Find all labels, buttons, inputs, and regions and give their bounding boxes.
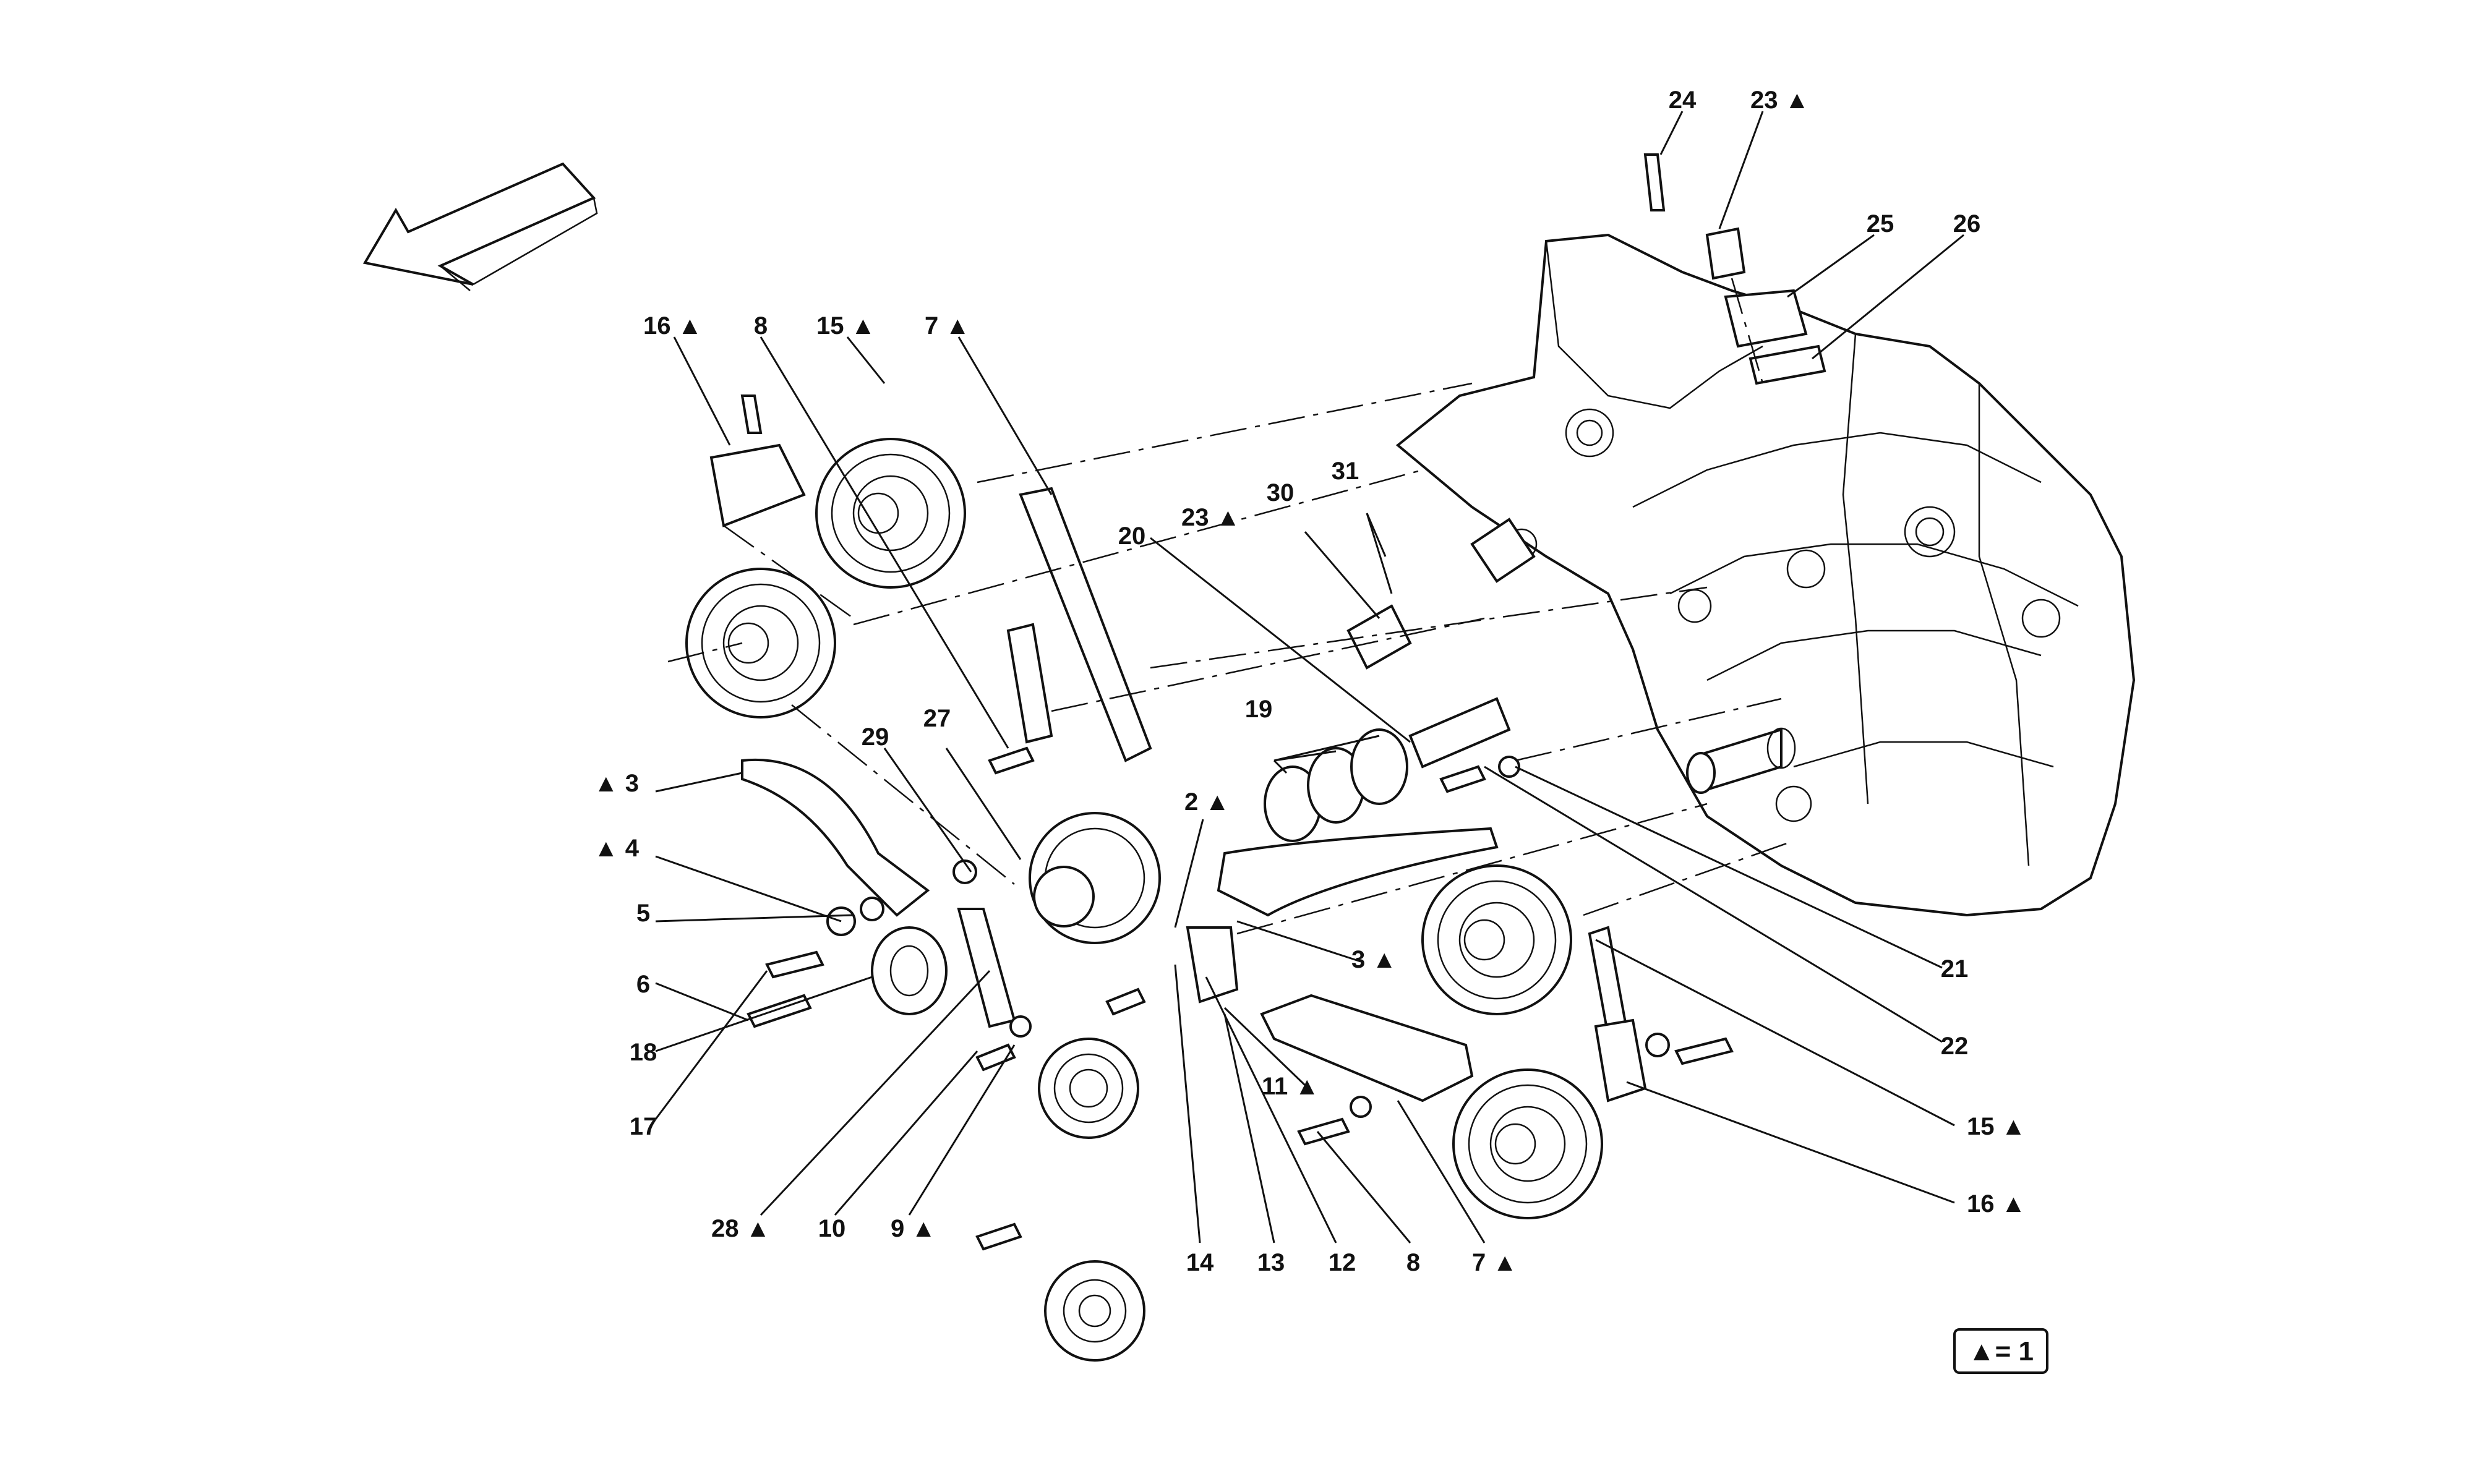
- bracket-16-upper: [709, 443, 806, 527]
- callout-16-lower: 16 ▲: [1967, 1190, 2026, 1217]
- callout-16-upper: 16 ▲: [643, 312, 702, 339]
- leader-lines: [654, 111, 1964, 1243]
- callout-22: 22: [1941, 1033, 1969, 1060]
- legend-box: ▲= 1: [1953, 1328, 2048, 1374]
- callout-15-lower: 15 ▲: [1967, 1113, 2026, 1140]
- chain-guide-lower-right: [1260, 994, 1474, 1102]
- callout-14: 14: [1186, 1249, 1214, 1276]
- callout-7-upper: 7 ▲: [925, 312, 970, 339]
- camshaft-phaser-upper-left: [815, 438, 966, 589]
- callout-25: 25: [1867, 210, 1894, 237]
- callout-8-lower: 8: [1406, 1249, 1420, 1276]
- callout-19: 19: [1245, 696, 1273, 723]
- callout-labels: 24 23 ▲ 25 26 16 ▲ 8 15 ▲ 7 ▲ 23 ▲ 30 31…: [594, 87, 2026, 1276]
- callout-15-upper: 15 ▲: [816, 312, 875, 339]
- flange-25: [1724, 289, 1808, 348]
- tensioner-shoe-left: [741, 758, 930, 917]
- tensioner-shoe-center: [1217, 827, 1499, 917]
- callout-4: ▲ 4: [594, 835, 640, 862]
- crankshaft-sprocket: [1044, 1260, 1145, 1362]
- callout-29: 29: [862, 723, 889, 751]
- gasket-26: [1748, 344, 1826, 385]
- camshaft-phaser-mid-left: [685, 568, 836, 719]
- callout-20: 20: [1118, 522, 1146, 550]
- camshaft-phaser-upper-right: [1421, 864, 1572, 1015]
- callout-17: 17: [630, 1113, 657, 1140]
- callout-18: 18: [630, 1039, 657, 1066]
- callout-5: 5: [636, 900, 650, 927]
- camshaft-phaser-lower-right: [1452, 1068, 1603, 1219]
- chain-guide-upper: [1019, 487, 1152, 762]
- callout-2: 2 ▲: [1184, 788, 1230, 816]
- callout-26: 26: [1953, 210, 1981, 237]
- callout-21: 21: [1941, 955, 1969, 983]
- callout-7-lower: 7 ▲: [1472, 1249, 1517, 1276]
- assembly-axes: [667, 278, 1794, 935]
- intermediate-sprocket: [1029, 812, 1161, 944]
- callout-31: 31: [1332, 458, 1359, 485]
- callout-3-center: 3 ▲: [1351, 946, 1397, 973]
- callout-3-left: ▲ 3: [594, 770, 639, 797]
- callout-28: 28 ▲: [711, 1215, 770, 1242]
- callout-24: 24: [1669, 87, 1697, 114]
- callout-30: 30: [1267, 479, 1295, 506]
- callout-8-upper: 8: [754, 312, 768, 339]
- callout-23-mid: 23 ▲: [1181, 504, 1240, 531]
- tensioner-plunger-23: [1346, 227, 1746, 670]
- timing-chain-vertical: [1006, 623, 1053, 744]
- callout-11: 11 ▲: [1262, 1073, 1319, 1100]
- bolts: [740, 153, 1734, 1251]
- callout-10: 10: [818, 1215, 846, 1242]
- pulley-18: [871, 926, 948, 1015]
- engine-block: [1395, 233, 2136, 917]
- bracket-16-lower: [1594, 1018, 1647, 1102]
- idler-pin: [1408, 697, 1511, 769]
- callout-6: 6: [636, 971, 650, 998]
- callout-12: 12: [1329, 1249, 1356, 1276]
- chain-guide-lower-left: [957, 908, 1016, 1028]
- legend-text: ▲= 1: [1968, 1336, 2034, 1367]
- callout-23-top: 23 ▲: [1750, 87, 1809, 114]
- callout-13: 13: [1257, 1249, 1285, 1276]
- direction-arrow-icon: [362, 162, 598, 291]
- idler-roller-set: [1264, 728, 1408, 842]
- callout-9: 9 ▲: [891, 1215, 936, 1242]
- tensioner-body-small: [1186, 926, 1239, 1004]
- lower-sprocket: [1038, 1038, 1139, 1139]
- callout-27: 27: [923, 705, 951, 732]
